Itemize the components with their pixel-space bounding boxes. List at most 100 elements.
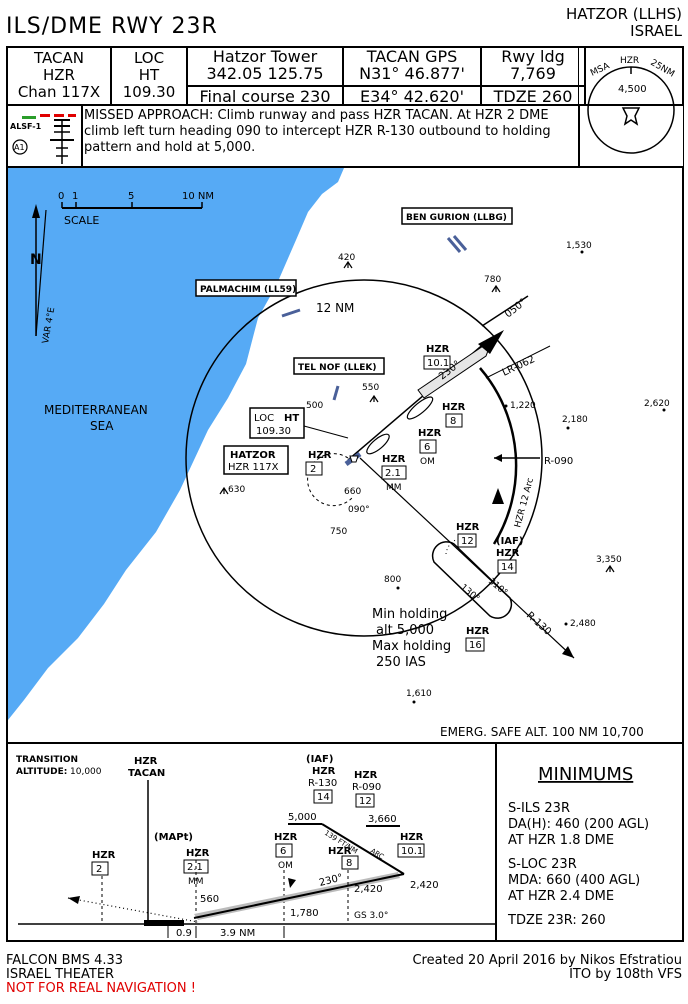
inbound-arrow-icon (478, 330, 504, 354)
frequency-info-box: TACAN HZR Chan 117X LOC HT 109.30 Hatzor… (6, 46, 684, 106)
fix-hzr-14: HZR (496, 548, 520, 559)
profile-fix-2: 2 (96, 864, 102, 875)
missed-approach-box: A1 ALSF-1 MISSED APPROACH: Climb runway … (6, 104, 580, 168)
palmachim-box (195, 279, 297, 297)
chart-title: ILS/DME RWY 23R (6, 14, 218, 39)
plan-view-map: MEDITERRANEAN SEA 0 1 5 10 NM SCALE N VA… (8, 168, 670, 739)
elev-2620: 2,620 (644, 399, 670, 409)
loc-label: LOC (133, 49, 165, 67)
profile-fix-6: 6 (280, 846, 286, 857)
fix-hzr-101: HZR (426, 344, 450, 355)
loc-freq: 109.30 (122, 83, 176, 101)
hatzor-plan-channel: HZR 117X (228, 462, 279, 473)
elev-1220: 1,220 (510, 401, 536, 411)
loc-ident: HT (138, 66, 160, 84)
transition-label-1: TRANSITION (16, 755, 78, 765)
tel-nof-runway-icon (332, 385, 340, 401)
alsf-code: A1 (14, 143, 25, 152)
heading-090: 090° (348, 505, 370, 515)
minimums-ils-at: AT HZR 1.8 DME (508, 833, 614, 848)
lead-radial-062: LR-062 (501, 354, 537, 379)
profile-diagram: TRANSITION ALTITUDE: 10,000 HZR TACAN HZ… (16, 744, 649, 940)
obstacle-icons (219, 260, 615, 573)
elev-630: 630 (228, 485, 245, 495)
loc-cell: LOC HT 109.30 (112, 48, 188, 104)
elev-3350: 3,350 (596, 555, 622, 565)
ben-gurion-label: BEN GURION (LLBG) (406, 213, 507, 223)
fix-hzr-6: HZR (418, 428, 442, 439)
loc-plan-box (249, 407, 305, 439)
minimums-tdze: TDZE 23R: 260 (507, 913, 606, 928)
ben-gurion-runway-icon (446, 237, 462, 253)
fix-6-dme: 6 (424, 442, 430, 453)
holding-310: 310° (486, 577, 509, 599)
msa-altitude: 4,500 (618, 84, 647, 95)
msa-label: MSA (589, 61, 612, 79)
om-cross-icon (288, 878, 296, 888)
elev-780: 780 (484, 275, 501, 285)
missed-approach-text: MISSED APPROACH: Climb runway and pass H… (84, 108, 551, 155)
magnetic-north-arrow-icon (35, 209, 47, 337)
gps-label: TACAN GPS (366, 47, 458, 66)
holding-note-4: 250 IAS (376, 655, 426, 670)
minimums-ils-da: DA(H): 460 (200 AGL) (508, 817, 649, 832)
profile-r090: R-090 (352, 782, 381, 793)
range-ring-label: 12 NM (316, 301, 354, 315)
fix-hzr-8: HZR (442, 402, 466, 413)
fix-21-dme: 2.1 (385, 468, 401, 479)
profile-alt-5000: 5,000 (288, 812, 317, 823)
footer-ito: ITO by 108th VFS (569, 967, 682, 982)
profile-fix-hzr-8: HZR (328, 846, 352, 857)
fix-mm: MM (386, 483, 402, 493)
elev-660: 660 (344, 487, 361, 497)
om-marker-icon (406, 396, 434, 420)
holding-note-1: Min holding (372, 607, 447, 622)
fix-2-dme: 2 (310, 464, 316, 475)
dme-arc-12 (479, 367, 518, 545)
footer-theater: ISRAEL THEATER (6, 967, 115, 982)
fix-iaf: (IAF) (496, 536, 523, 547)
tacan-cell: TACAN HZR Chan 117X (8, 48, 112, 104)
elev-2180: 2,180 (562, 415, 588, 425)
msa-fix: HZR (620, 56, 639, 66)
holding-pattern (431, 541, 513, 619)
palmachim-runway-icon (281, 308, 301, 318)
footer-created: Created 20 April 2016 by Nikos Efstratio… (412, 953, 682, 968)
sea-label-2: SEA (90, 419, 114, 433)
airport-name: HATZOR (LLHS) (565, 5, 682, 23)
scale-label: SCALE (64, 214, 99, 227)
ben-gurion-box (401, 207, 513, 225)
profile-gs: GS 3.0° (354, 911, 388, 921)
profile-dist-09: 0.9 (176, 928, 192, 939)
alsf-label: ALSF-1 (10, 122, 42, 131)
elev-500: 500 (306, 401, 323, 411)
profile-alt-1780: 1,780 (290, 908, 319, 919)
elev-800: 800 (384, 575, 401, 585)
airport-country: ISRAEL (630, 22, 682, 40)
profile-om: OM (278, 861, 293, 871)
radial-090: R-090 (544, 456, 573, 467)
airport-header: HATZOR (LLHS) ISRAEL (566, 6, 682, 40)
profile-r090-hzr: HZR (354, 770, 378, 781)
loc-plan-ident: HT (284, 413, 299, 424)
fix-12-dme: 12 (461, 536, 474, 547)
elev-1530: 1,530 (566, 241, 592, 251)
fix-hzr-2: HZR (308, 450, 332, 461)
range-ring-12nm (185, 279, 543, 637)
elev-2480: 2,480 (570, 619, 596, 629)
profile-fix-hzr-101: HZR (400, 832, 424, 843)
localizer-feather-icon (417, 338, 494, 399)
profile-fix-21: 2.1 (187, 862, 203, 873)
final-course: Final course 230 (188, 85, 342, 105)
profile-alt-2420a: 2,420 (354, 884, 383, 895)
scale-0: 0 (58, 191, 64, 202)
fix-16-dme: 16 (469, 640, 482, 651)
profile-tacan-label: TACAN (128, 768, 165, 779)
mm-marker-icon (366, 433, 390, 455)
profile-fix-hzr-21: HZR (186, 848, 210, 859)
tacan-ident: HZR (43, 66, 75, 84)
profile-dist-39: 3.9 NM (220, 928, 255, 939)
elev-750: 750 (330, 527, 347, 537)
glidepath (193, 873, 405, 919)
runway-label: Rwy ldg (501, 47, 565, 66)
